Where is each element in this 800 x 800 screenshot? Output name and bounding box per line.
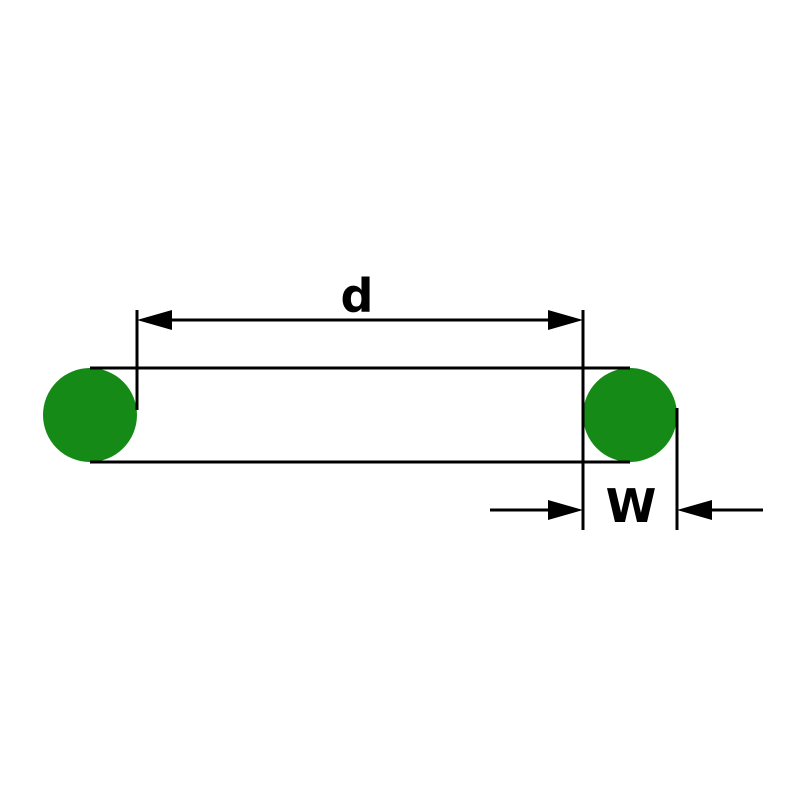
dimension-d-arrowhead-left — [137, 310, 172, 330]
oring-cross-section-right — [583, 368, 677, 462]
dimension-w-arrowhead-right — [677, 500, 712, 520]
dimension-w-label: W — [606, 479, 657, 533]
dimension-d-arrowhead-right — [548, 310, 583, 330]
dimension-d-label: d — [341, 269, 374, 323]
oring-cross-section-left — [43, 368, 137, 462]
dimension-w-arrowhead-left — [548, 500, 583, 520]
